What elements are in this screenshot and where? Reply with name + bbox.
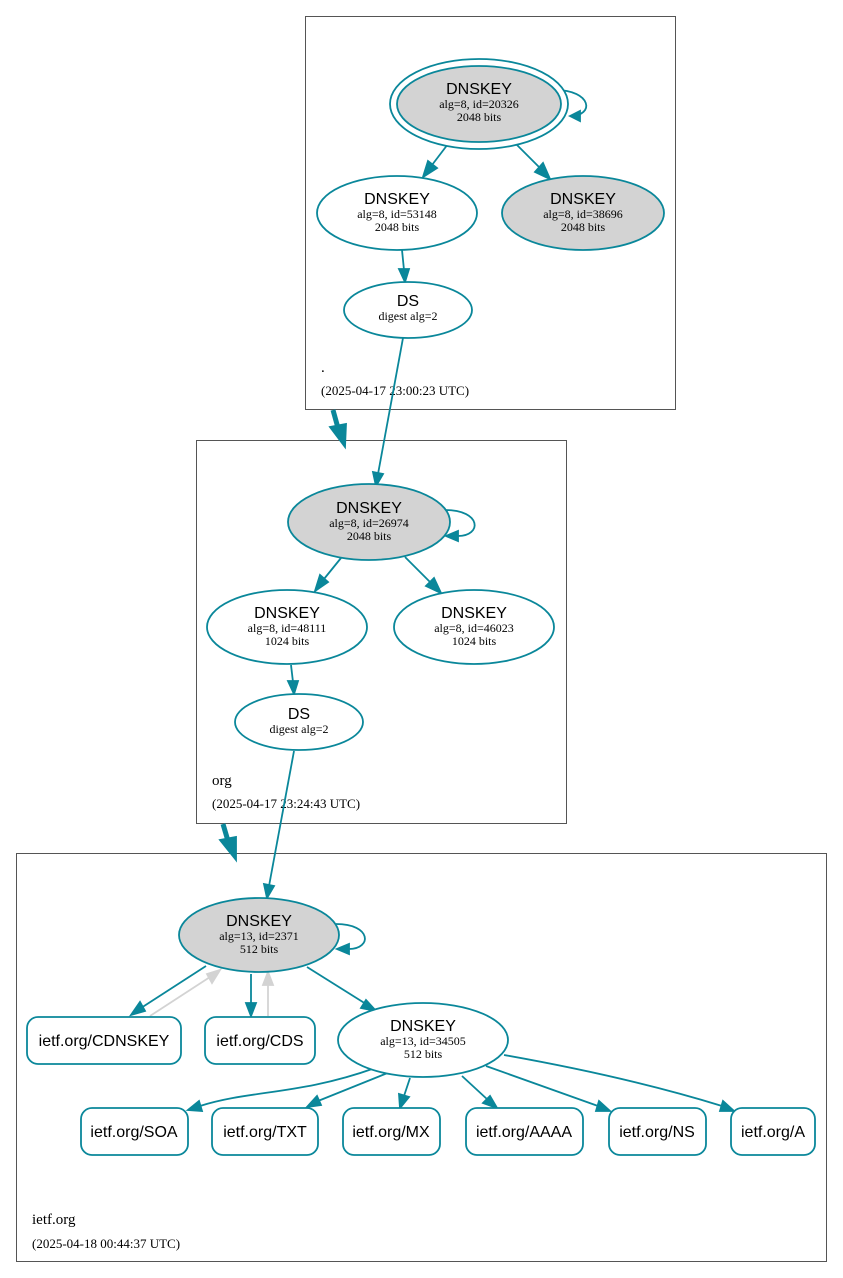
rrset-label: ietf.org/NS — [619, 1124, 695, 1141]
rrset-cds[interactable]: ietf.org/CDS — [204, 1016, 316, 1065]
rrset-a[interactable]: ietf.org/A — [730, 1107, 816, 1156]
node-key-id: alg=8, id=38696 — [543, 207, 623, 221]
node-key-id: alg=8, id=46023 — [434, 621, 514, 635]
zone-timestamp-org: (2025-04-17 23:24:43 UTC) — [212, 796, 360, 811]
zone-name-root: . — [321, 360, 325, 376]
node-ietf-zsk[interactable]: DNSKEY alg=13, id=34505 512 bits — [337, 1002, 509, 1078]
node-title: DNSKEY — [550, 191, 616, 208]
node-title: DNSKEY — [441, 605, 507, 622]
node-title: DNSKEY — [390, 1018, 456, 1035]
edges-root — [397, 89, 588, 285]
node-key-id: alg=8, id=48111 — [248, 621, 327, 635]
node-root-ksk[interactable]: DNSKEY alg=8, id=20326 2048 bits — [389, 58, 569, 150]
node-key-size: 2048 bits — [561, 220, 606, 234]
node-key-size: 512 bits — [404, 1047, 443, 1061]
node-root-zsk2[interactable]: DNSKEY alg=8, id=38696 2048 bits — [501, 175, 665, 251]
node-org-ds[interactable]: DS digest alg=2 — [234, 693, 364, 751]
rrset-soa[interactable]: ietf.org/SOA — [80, 1107, 189, 1156]
node-key-size: 2048 bits — [347, 529, 392, 543]
node-title: DNSKEY — [336, 500, 402, 517]
rrset-ns[interactable]: ietf.org/NS — [608, 1107, 707, 1156]
rrset-mx[interactable]: ietf.org/MX — [342, 1107, 441, 1156]
node-title: DNSKEY — [446, 81, 512, 98]
rrset-label: ietf.org/SOA — [90, 1124, 177, 1141]
node-root-ds[interactable]: DS digest alg=2 — [343, 281, 473, 339]
node-key-id: alg=8, id=53148 — [357, 207, 437, 221]
node-root-zsk1[interactable]: DNSKEY alg=8, id=53148 2048 bits — [316, 175, 478, 251]
rrset-aaaa[interactable]: ietf.org/AAAA — [465, 1107, 584, 1156]
rrset-label: ietf.org/CDNSKEY — [39, 1033, 170, 1050]
rrset-label: ietf.org/A — [741, 1124, 805, 1141]
node-digest: digest alg=2 — [378, 309, 437, 323]
node-ietf-ksk[interactable]: DNSKEY alg=13, id=2371 512 bits — [178, 897, 340, 973]
node-org-zsk1[interactable]: DNSKEY alg=8, id=48111 1024 bits — [206, 589, 368, 665]
node-title: DS — [288, 706, 310, 723]
node-org-zsk2[interactable]: DNSKEY alg=8, id=46023 1024 bits — [393, 589, 555, 665]
node-key-id: alg=13, id=34505 — [380, 1034, 466, 1048]
node-key-id: alg=13, id=2371 — [219, 929, 299, 943]
edges-org-to-ietf — [218, 750, 295, 901]
node-digest: digest alg=2 — [269, 722, 328, 736]
node-title: DNSKEY — [364, 191, 430, 208]
node-title: DNSKEY — [254, 605, 320, 622]
node-key-size: 512 bits — [240, 942, 279, 956]
edges-org — [286, 509, 476, 697]
node-key-id: alg=8, id=26974 — [329, 516, 409, 530]
zone-timestamp-ietf: (2025-04-18 00:44:37 UTC) — [32, 1236, 180, 1251]
node-key-id: alg=8, id=20326 — [439, 97, 519, 111]
rrset-cdnskey[interactable]: ietf.org/CDNSKEY — [26, 1016, 182, 1065]
edges-root-to-org — [328, 337, 404, 489]
edges-ietf — [128, 923, 737, 1112]
node-title: DNSKEY — [226, 913, 292, 930]
rrset-txt[interactable]: ietf.org/TXT — [211, 1107, 319, 1156]
zone-name-ietf: ietf.org — [32, 1212, 76, 1228]
zone-name-org: org — [212, 773, 232, 789]
zone-timestamp-root: (2025-04-17 23:00:23 UTC) — [321, 383, 469, 398]
rrset-label: ietf.org/CDS — [216, 1033, 303, 1050]
node-title: DS — [397, 293, 419, 310]
node-key-size: 2048 bits — [375, 220, 420, 234]
node-key-size: 1024 bits — [265, 634, 310, 648]
rrset-label: ietf.org/MX — [352, 1124, 430, 1141]
node-key-size: 2048 bits — [457, 110, 502, 124]
zone-box-ietf — [16, 853, 827, 1262]
zone-box-root — [305, 16, 676, 410]
rrset-label: ietf.org/AAAA — [476, 1124, 572, 1141]
zone-box-org — [196, 440, 567, 824]
node-key-size: 1024 bits — [452, 634, 497, 648]
node-org-ksk[interactable]: DNSKEY alg=8, id=26974 2048 bits — [287, 483, 451, 561]
rrset-label: ietf.org/TXT — [223, 1124, 307, 1141]
